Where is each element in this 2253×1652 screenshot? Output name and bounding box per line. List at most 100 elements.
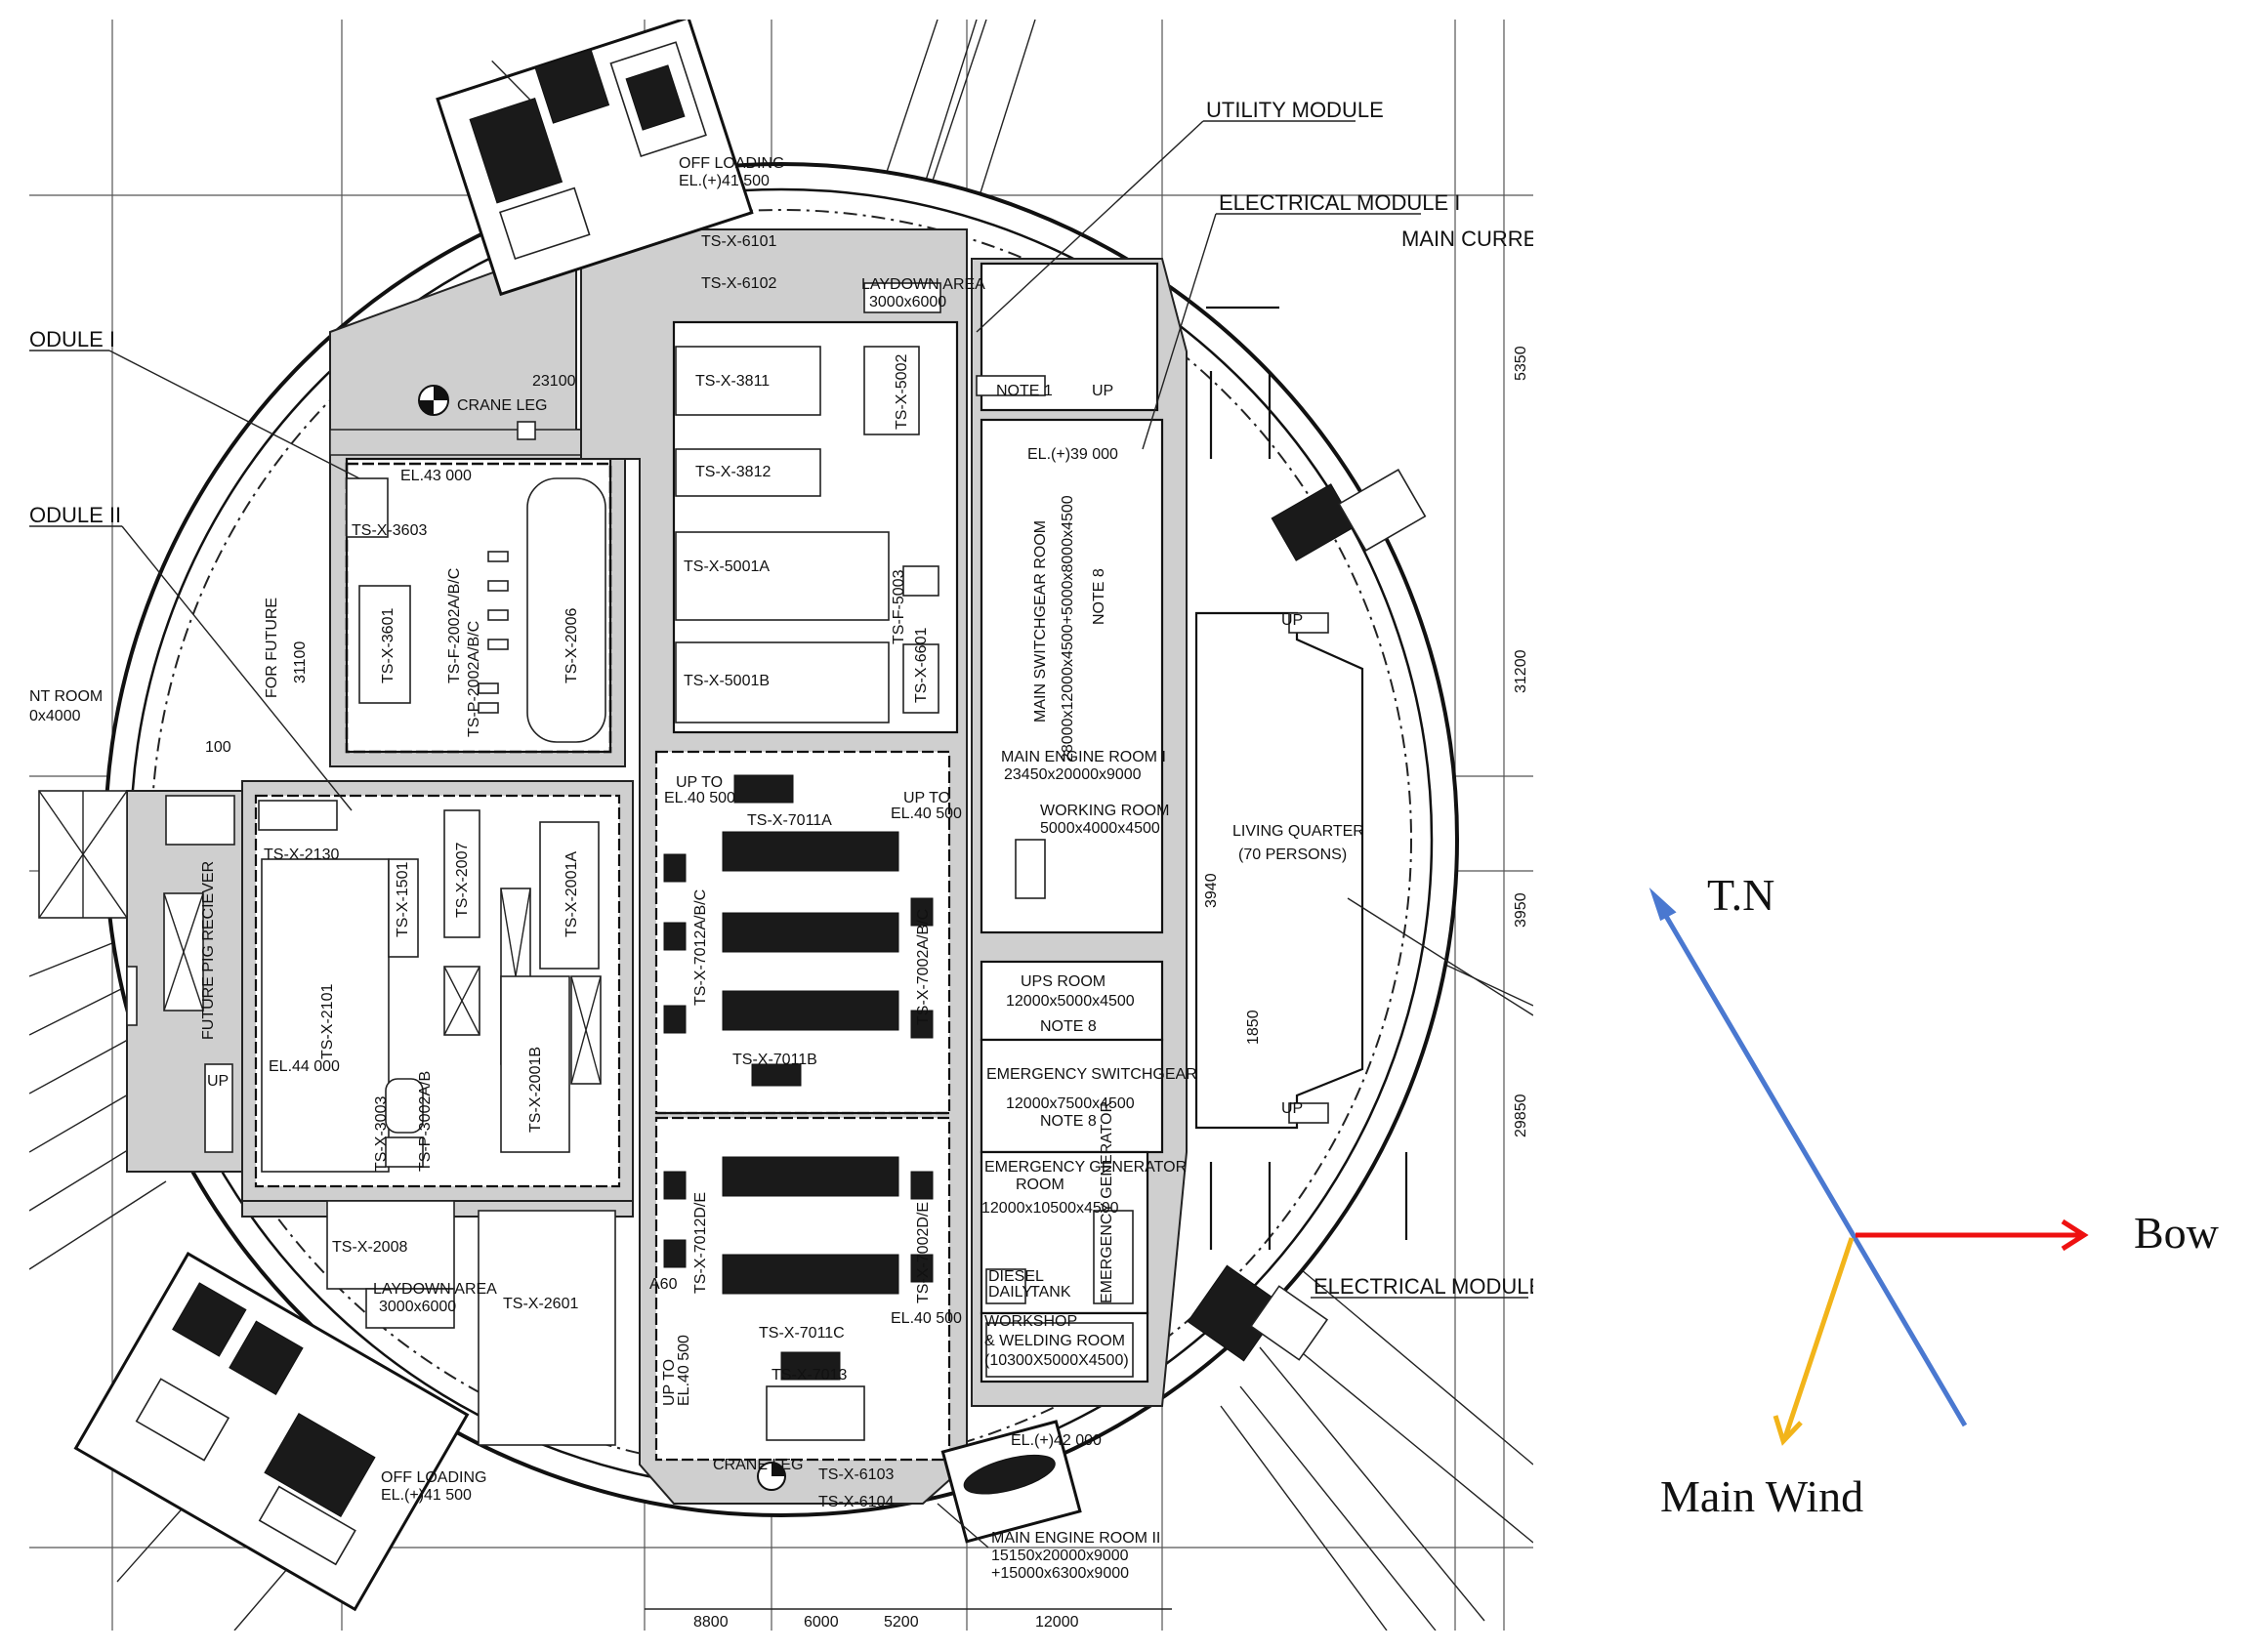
label-workshop-dims: (10300X5000X4500): [984, 1352, 1129, 1369]
equip-tag: TS-X-7011C: [759, 1325, 845, 1342]
label-el-42000: EL.(+)42 000: [1011, 1432, 1102, 1449]
label-dim-bottom-1: 8800: [693, 1614, 729, 1631]
label-daily: DAILY: [988, 1284, 1032, 1301]
equip-tag: TS-X-6101: [701, 233, 776, 250]
equip-tag: TS-X-7013: [772, 1367, 847, 1384]
equip-tag: TS-X-6601: [913, 628, 930, 703]
label-ups-room: UPS ROOM: [1021, 973, 1106, 990]
label-laydown-area-top: LAYDOWN AREA: [861, 276, 985, 293]
engines: [663, 774, 934, 1441]
label-living-quarter-persons: (70 PERSONS): [1238, 847, 1347, 863]
label-offloading-top-2: EL.(+)41 500: [679, 173, 770, 189]
label-offloading-bottom-1: OFF LOADING: [381, 1469, 486, 1486]
equip-tag: TS-X-2601: [503, 1296, 578, 1312]
equip-tag: TS-X-6102: [701, 275, 776, 292]
equip-tag: TS-X-3603: [352, 522, 427, 539]
label-crane-leg-top: CRANE LEG: [457, 397, 547, 414]
label-note8-ups: NOTE 8: [1040, 1018, 1097, 1035]
label-main-switchgear: MAIN SWITCHGEAR ROOM: [1032, 520, 1049, 723]
label-dim-1850: 1850: [1245, 1010, 1262, 1045]
label-offloading-top-1: OFF LOADING: [679, 155, 784, 172]
label-dim-100: 100: [205, 739, 231, 756]
label-el-39000: EL.(+)39 000: [1027, 446, 1118, 463]
label-dim-bottom-4: 12000: [1035, 1614, 1079, 1631]
main-wind-label: Main Wind: [1660, 1471, 1863, 1521]
equip-tag: TS-X-7002A/B/C: [915, 909, 932, 1025]
label-note8-switchgear: NOTE 8: [1091, 568, 1107, 625]
equip-tag: TS-P-2002A/B/C: [466, 621, 482, 737]
equip-tag: TS-X-2007: [454, 843, 471, 918]
label-up-lq-top: UP: [1281, 612, 1303, 629]
label-tank: TANK: [1030, 1284, 1071, 1301]
label-up-to-2: UP TO: [903, 790, 950, 806]
equip-tag: TS-F-5003: [891, 569, 907, 644]
equip-tag: TS-X-2001A: [563, 851, 580, 937]
label-up-elec: UP: [1092, 383, 1113, 399]
label-emergency-generator-room-2: ROOM: [1016, 1177, 1064, 1193]
equip-tag: TS-X-2101: [319, 984, 336, 1059]
module-center: [580, 228, 968, 1505]
label-for-future: FOR FUTURE: [264, 598, 280, 698]
label-a60: A60: [649, 1276, 678, 1293]
label-up-left: UP: [207, 1073, 229, 1090]
module-far-left: [38, 790, 243, 1173]
true-north-arrow: [1657, 904, 1968, 1427]
equip-tag: TS-X-7011A: [747, 812, 832, 829]
equip-tag: TS-X-5002: [894, 354, 910, 430]
label-emergency-generator: EMERGENCY GENERATOR: [1099, 1101, 1115, 1303]
equip-tag: TS-X-7011B: [732, 1052, 817, 1068]
module-upper-left: [329, 240, 626, 767]
label-up-to-1-el: EL.40 500: [664, 790, 735, 806]
label-emergency-switchgear-dims: 12000x7500x4500: [1006, 1095, 1135, 1112]
equip-tag: TS-X-5001A: [684, 558, 770, 575]
label-module-2-left: ODULE II: [29, 503, 121, 527]
label-offloading-bottom-2: EL.(+)41 500: [381, 1487, 472, 1504]
label-main-current: MAIN CURREN: [1401, 227, 1553, 251]
label-emergency-switchgear: EMERGENCY SWITCHGEAR: [986, 1066, 1197, 1083]
label-el-44000: EL.44 000: [269, 1058, 340, 1075]
equip-tag: TS-X-3601: [380, 608, 396, 683]
label-main-engine-room-2-dims-1: 15150x20000x9000: [991, 1548, 1129, 1564]
equip-tag: TS-X-5001B: [684, 673, 770, 689]
label-dim-right-4: 29850: [1513, 1094, 1529, 1137]
label-dim-right-2: 31200: [1513, 649, 1529, 693]
label-workshop: WORKSHOP: [984, 1313, 1077, 1330]
label-working-room-dims: 5000x4000x4500: [1040, 820, 1160, 837]
equip-tag: TS-X-3003: [373, 1096, 390, 1172]
module-living-quarter: [1194, 611, 1533, 1130]
label-dim-right-1: 5350: [1513, 346, 1529, 381]
label-electrical-module-1: ELECTRICAL MODULE I: [1219, 190, 1460, 215]
label-up-to-2-el: EL.40 500: [891, 805, 962, 822]
label-nt-room: NT ROOM: [29, 688, 103, 705]
label-el-43000: EL.43 000: [400, 468, 472, 484]
equip-tag: TS-X-2130: [264, 847, 339, 863]
label-for-future-dim: 31100: [292, 641, 309, 683]
wind-arrowhead: [1773, 1415, 1803, 1446]
label-up-to-3: UP TO: [661, 1359, 678, 1406]
label-living-quarter: LIVING QUARTER: [1232, 823, 1364, 840]
label-main-switchgear-dims: 28000x12000x4500+5000x8000x4500: [1060, 495, 1076, 762]
label-el-40500: EL.40 500: [891, 1310, 962, 1327]
equip-tag: TS-X-1501: [395, 862, 411, 937]
label-welding-room: & WELDING ROOM: [984, 1333, 1125, 1349]
label-up-to-3-el: EL.40 500: [676, 1335, 692, 1406]
equip-tag: TS-X-3812: [695, 464, 771, 480]
label-emergency-generator-room-dims: 12000x10500x4500: [981, 1200, 1119, 1217]
equip-tag: TS-X-6104: [818, 1494, 894, 1510]
compass-diagram: T.N Bow Main Wind: [1648, 870, 2220, 1521]
true-north-arrowhead: [1648, 888, 1677, 922]
equip-tag: TS-X-7012D/E: [692, 1192, 709, 1294]
equip-tag: TS-P-3002A/B: [417, 1071, 434, 1172]
label-dim-bottom-2: 6000: [804, 1614, 839, 1631]
bow-label: Bow: [2134, 1208, 2220, 1258]
label-main-engine-room-2: MAIN ENGINE ROOM II: [991, 1530, 1160, 1547]
module-electrical: [971, 258, 1188, 1407]
equip-tag: TS-X-3811: [695, 373, 770, 390]
label-up-to-1: UP TO: [676, 774, 723, 791]
label-laydown-dims-top: 3000x6000: [869, 294, 946, 310]
equip-tag: TS-X-2001B: [527, 1047, 544, 1133]
label-future-pig-receiver: FUTURE PIG RECIEVER: [200, 861, 217, 1040]
module-lower-left: [241, 780, 634, 1202]
plan-drawing: UTILITY MODULE ELECTRICAL MODULE I MAIN …: [29, 20, 1553, 1631]
